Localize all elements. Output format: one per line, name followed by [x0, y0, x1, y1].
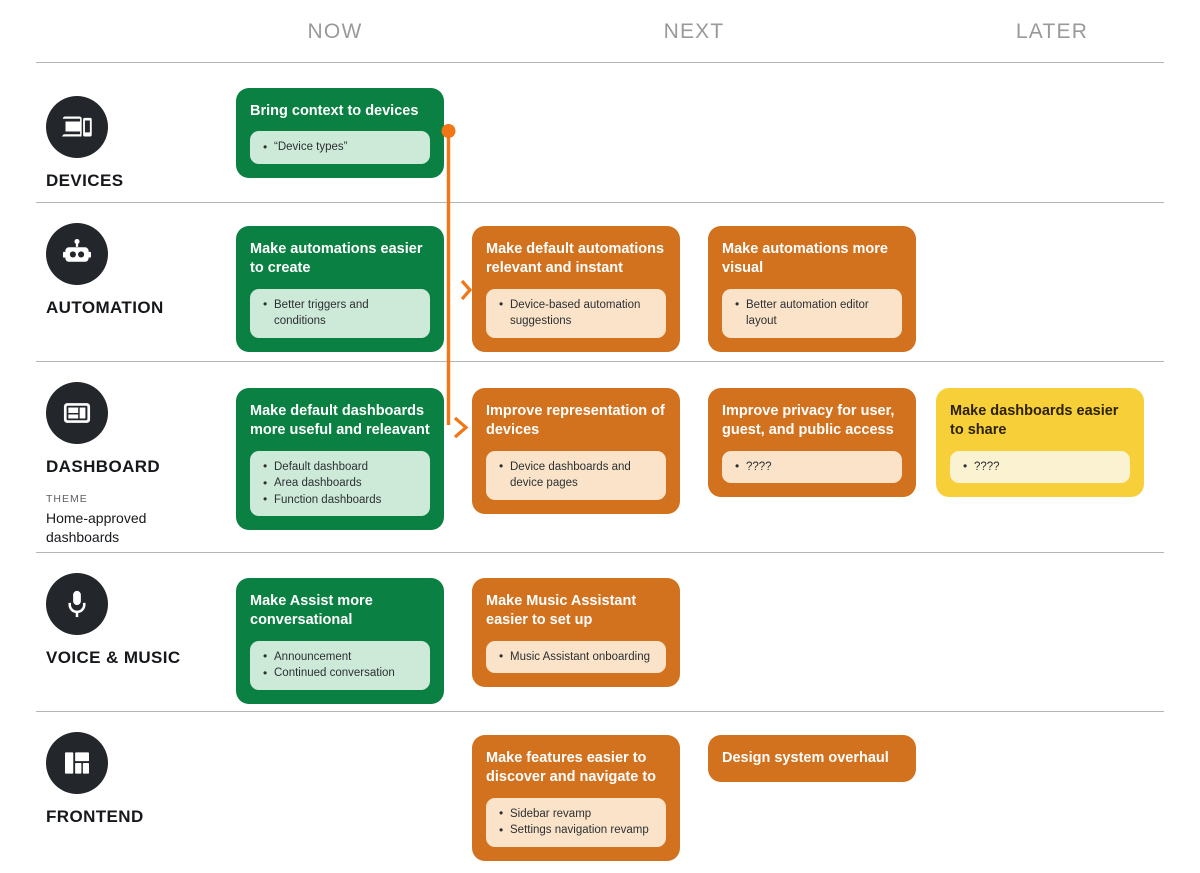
card-title: Make features easier to discover and nav… — [486, 750, 657, 786]
card-items: AnnouncementContinued conversation — [250, 640, 430, 690]
card-title: Make Music Assistant easier to set up — [486, 593, 637, 629]
dashboard-icon — [46, 382, 108, 444]
row-theme-label-dashboard: THEME — [46, 493, 88, 505]
card-title: Make automations easier to create — [250, 241, 423, 277]
card-title: Make automations more visual — [722, 241, 888, 277]
card-items: Better automation editor layout — [722, 288, 902, 338]
row-title-dashboard: DASHBOARD — [46, 457, 161, 476]
row-title-automation: AUTOMATION — [46, 298, 164, 317]
row-label-voice-music: VOICE & MUSIC — [46, 573, 226, 668]
roadmap-card[interactable]: Improve representation of devicesDevice … — [472, 388, 680, 514]
row-theme-text-dashboard: Home-approved dashboards — [46, 510, 147, 545]
column-header-later: LATER — [1015, 20, 1089, 43]
column-headers: NOW NEXT LATER — [0, 0, 1200, 56]
card-item: Device dashboards and device pages — [499, 458, 656, 492]
devices-icon — [46, 96, 108, 158]
card-item: “Device types” — [263, 139, 420, 156]
card-title: Bring context to devices — [250, 103, 419, 119]
roadmap-card[interactable]: Make default dashboards more useful and … — [236, 388, 444, 530]
roadmap-card[interactable]: Bring context to devices “Device types” — [236, 88, 444, 178]
row-label-dashboard: DASHBOARD THEME Home-approved dashboards — [46, 382, 226, 546]
card-items: ???? — [950, 450, 1130, 484]
card-item: ???? — [963, 458, 1120, 475]
card-title: Make default dashboards more useful and … — [250, 403, 430, 439]
roadmap-card[interactable]: Make Assist more conversationalAnnouncem… — [236, 578, 444, 704]
row-divider-4 — [36, 711, 1164, 712]
card-items: Better triggers and conditions — [250, 288, 430, 338]
card-item: Area dashboards — [263, 475, 420, 492]
roadmap-card[interactable]: Make features easier to discover and nav… — [472, 735, 680, 861]
row-label-devices: DEVICES — [46, 96, 226, 191]
row-divider-0 — [36, 62, 1164, 63]
row-label-frontend: FRONTEND — [46, 732, 226, 827]
robot-icon — [46, 223, 108, 285]
roadmap-card[interactable]: Improve privacy for user, guest, and pub… — [708, 388, 916, 498]
card-title: Make Assist more conversational — [250, 593, 373, 629]
roadmap-card[interactable]: Make default automations relevant and in… — [472, 226, 680, 352]
card-title: Make default automations relevant and in… — [486, 241, 665, 277]
row-title-devices: DEVICES — [46, 171, 124, 190]
card-items: Sidebar revampSettings navigation revamp — [486, 797, 666, 847]
card-title: Improve representation of devices — [486, 403, 665, 439]
roadmap-card[interactable]: Make automations easier to createBetter … — [236, 226, 444, 352]
card-items: Device-based automation suggestions — [486, 288, 666, 338]
roadmap-card[interactable]: Make Music Assistant easier to set up Mus… — [472, 578, 680, 688]
roadmap-card[interactable]: Make automations more visualBetter autom… — [708, 226, 916, 352]
roadmap-card[interactable]: Make dashboards easier to share???? — [936, 388, 1144, 498]
column-header-next: NEXT — [663, 20, 725, 43]
card-items: Default dashboardArea dashboardsFunction… — [250, 450, 430, 516]
card-item: Better automation editor layout — [735, 296, 892, 330]
card-item: Better triggers and conditions — [263, 296, 420, 330]
card-items: ???? — [722, 450, 902, 484]
card-item: Sidebar revamp — [499, 805, 656, 822]
column-header-now: NOW — [307, 20, 363, 43]
card-title: Improve privacy for user, guest, and pub… — [722, 403, 895, 439]
card-item: ???? — [735, 458, 892, 475]
row-divider-3 — [36, 552, 1164, 553]
row-label-automation: AUTOMATION — [46, 223, 226, 318]
row-divider-1 — [36, 202, 1164, 203]
card-item: Music Assistant onboarding — [499, 648, 656, 665]
row-divider-2 — [36, 361, 1164, 362]
layout-icon — [46, 732, 108, 794]
card-title: Make dashboards easier to share — [950, 403, 1119, 439]
roadmap-card[interactable]: Design system overhaul — [708, 735, 916, 783]
card-item: Default dashboard — [263, 458, 420, 475]
card-items: “Device types” — [250, 131, 430, 164]
card-items: Device dashboards and device pages — [486, 450, 666, 500]
card-item: Announcement — [263, 648, 420, 665]
card-item: Continued conversation — [263, 665, 420, 682]
card-item: Device-based automation suggestions — [499, 296, 656, 330]
microphone-icon — [46, 573, 108, 635]
card-items: Music Assistant onboarding — [486, 640, 666, 674]
row-title-voice-music: VOICE & MUSIC — [46, 648, 181, 667]
row-title-frontend: FRONTEND — [46, 807, 144, 826]
card-item: Settings navigation revamp — [499, 822, 656, 839]
card-item: Function dashboards — [263, 491, 420, 508]
card-title: Design system overhaul — [722, 750, 889, 766]
